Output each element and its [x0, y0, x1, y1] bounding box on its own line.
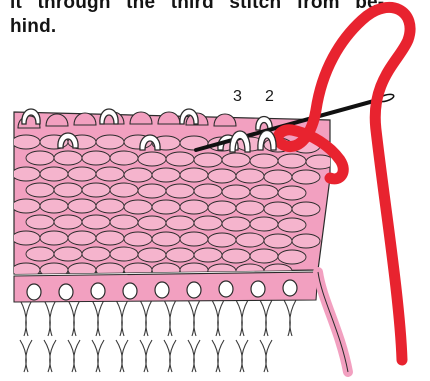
unworked-knitting: [14, 292, 312, 372]
stitch-number-2: 2: [265, 88, 274, 106]
stitch-number-3: 3: [233, 88, 242, 106]
